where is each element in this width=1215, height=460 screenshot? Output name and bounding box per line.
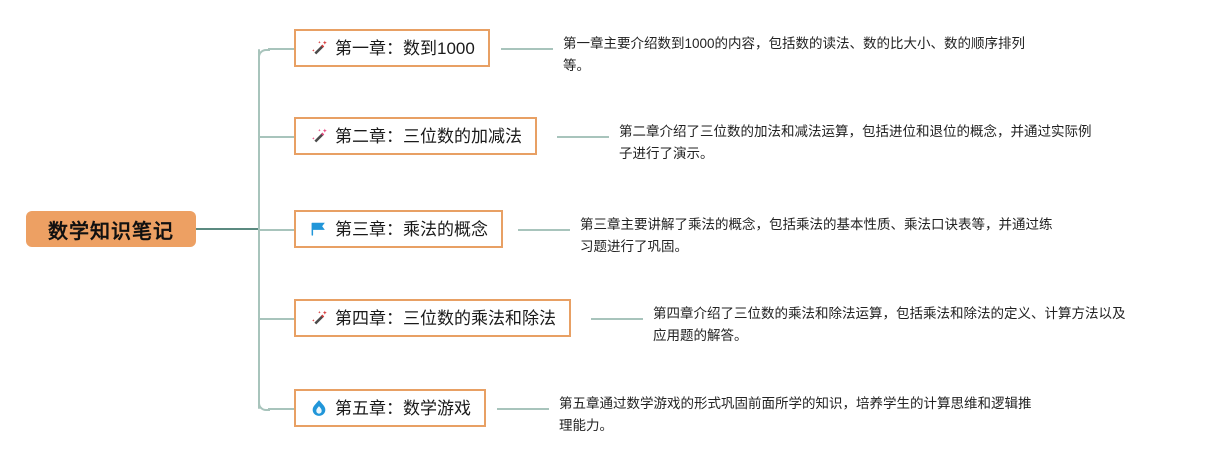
- chapter-node-3[interactable]: 第三章：乘法的概念: [294, 210, 503, 248]
- branch-connector-2: [260, 136, 294, 138]
- root-connector-line: [196, 228, 260, 230]
- flame-icon: [312, 400, 326, 416]
- chapter-description-5: 第五章通过数学游戏的形式巩固前面所学的知识，培养学生的计算思维和逻辑推 理能力。: [559, 396, 1032, 433]
- desc-connector-1: [501, 48, 553, 50]
- branch-connector-3: [260, 229, 294, 231]
- branch-connector-5: [268, 408, 294, 410]
- magic-wand-icon: [312, 128, 327, 143]
- chapter-node-4[interactable]: 第四章：三位数的乘法和除法: [294, 299, 571, 337]
- desc-connector-2: [557, 136, 609, 138]
- desc-connector-3: [518, 229, 570, 231]
- desc-connector-5: [497, 408, 549, 410]
- branch-connector-4: [260, 318, 294, 320]
- chapter-node-5[interactable]: 第五章：数学游戏: [294, 389, 486, 427]
- flag-icon: [311, 222, 325, 236]
- chapter-node-2[interactable]: 第二章：三位数的加减法: [294, 117, 537, 155]
- chapter-node-label: 第三章：乘法的概念: [335, 219, 488, 239]
- magic-wand-icon: [312, 40, 327, 55]
- chapter-description-3: 第三章主要讲解了乘法的概念，包括乘法的基本性质、乘法口诀表等，并通过练 习题进行…: [580, 217, 1053, 254]
- chapter-description-1: 第一章主要介绍数到1000的内容，包括数的读法、数的比大小、数的顺序排列 等。: [563, 36, 1026, 73]
- chapter-description-4: 第四章介绍了三位数的乘法和除法运算，包括乘法和除法的定义、计算方法以及 应用题的…: [653, 306, 1126, 343]
- chapter-node-1[interactable]: 第一章：数到1000: [294, 29, 490, 67]
- magic-wand-icon: [312, 310, 327, 325]
- branch-connector-1: [268, 48, 294, 50]
- trunk-line: [258, 49, 260, 409]
- chapter-node-label: 第二章：三位数的加减法: [335, 126, 522, 146]
- chapter-description-2: 第二章介绍了三位数的加法和减法运算，包括进位和退位的概念，并通过实际例 子进行了…: [619, 124, 1092, 161]
- trunk-elbow-top: [258, 49, 270, 61]
- chapter-node-label: 第五章：数学游戏: [335, 398, 471, 418]
- root-node-label: 数学知识笔记: [48, 220, 174, 243]
- chapter-node-label: 第四章：三位数的乘法和除法: [335, 308, 556, 328]
- trunk-elbow-bottom: [258, 399, 270, 411]
- chapter-node-label: 第一章：数到1000: [335, 38, 475, 58]
- desc-connector-4: [591, 318, 643, 320]
- root-node[interactable]: 数学知识笔记: [26, 211, 196, 247]
